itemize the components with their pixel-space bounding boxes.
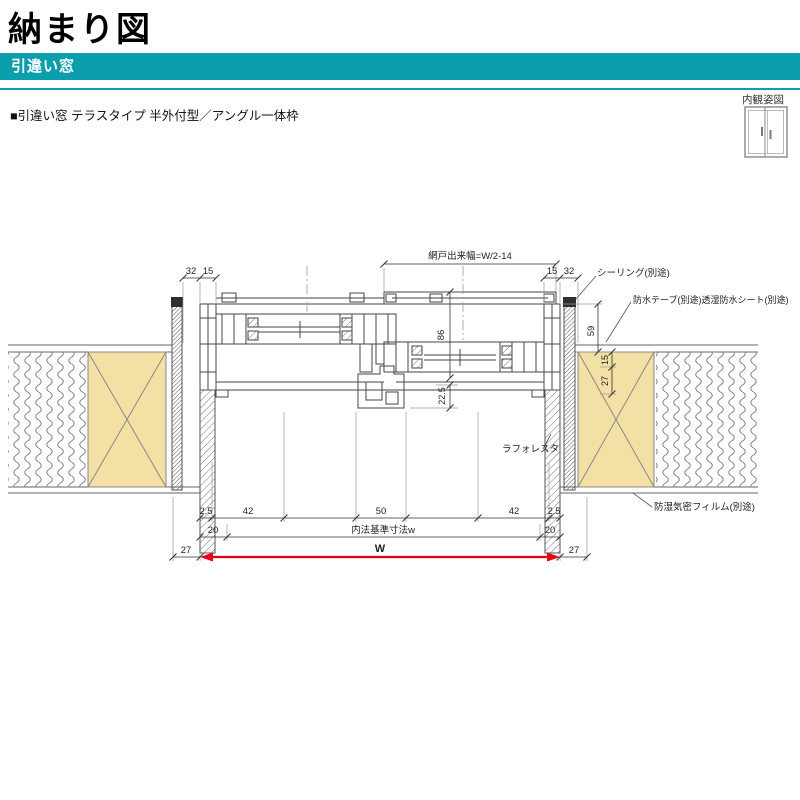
insulation-right xyxy=(656,352,758,487)
dim-15-right: 15 xyxy=(547,266,558,277)
wood-blocking-left xyxy=(87,351,167,488)
screen-track xyxy=(383,291,557,305)
screen-width-label: 網戸出来幅=W/2-14 xyxy=(428,250,512,262)
dimension-lines xyxy=(173,263,613,558)
dim-w: W xyxy=(375,543,386,555)
window-frame-section xyxy=(199,291,561,409)
waterproof-label: 防水テープ(別途)透湿防水シート(別途) xyxy=(633,294,788,305)
annotations: 網戸出来幅=W/2-14 シーリング(別途) 防水テープ(別途)透湿防水シート(… xyxy=(428,250,788,513)
dim-15-side: 15 xyxy=(600,355,610,365)
dim-86: 86 xyxy=(436,330,447,341)
dim-32-right: 32 xyxy=(564,266,575,277)
window-elevation-icon xyxy=(744,106,788,158)
angle-trim-left xyxy=(215,389,229,398)
sash-right xyxy=(383,341,545,373)
overall-width-arrow xyxy=(200,552,560,562)
wood-blocking-right xyxy=(577,351,655,488)
dim-2-5-b: 2.5 xyxy=(548,506,561,516)
dim-20-b: 20 xyxy=(545,525,556,536)
dim-27-b: 27 xyxy=(569,545,580,556)
crescent-lock xyxy=(357,365,405,409)
dim-naiho: 内法基準寸法w xyxy=(351,524,415,536)
dim-27-a: 27 xyxy=(181,545,192,556)
dim-50: 50 xyxy=(376,506,387,517)
right-jamb xyxy=(543,303,561,391)
sealing-label: シーリング(別途) xyxy=(597,267,670,279)
interior-trim-columns xyxy=(199,389,561,554)
dim-15-left: 15 xyxy=(203,266,214,277)
centerlines xyxy=(306,266,464,340)
dim-59: 59 xyxy=(586,326,597,337)
angle-trim-right xyxy=(531,389,545,398)
dim-42-b: 42 xyxy=(509,506,520,517)
teal-rule xyxy=(0,88,800,90)
insulation-left xyxy=(8,352,88,487)
sash-left xyxy=(215,313,397,373)
film-label: 防湿気密フィルム(別途) xyxy=(654,501,755,513)
exterior-finish-right xyxy=(563,297,576,491)
dimension-texts: 32 15 15 32 59 15 27 86 22.5 2.5 42 50 4… xyxy=(181,266,610,556)
exterior-finish-left xyxy=(171,297,183,491)
dim-20-a: 20 xyxy=(208,525,219,536)
dim-32-left: 32 xyxy=(186,266,197,277)
dim-2-5-a: 2.5 xyxy=(200,506,213,516)
view-label: 内観姿図 xyxy=(742,94,784,106)
leader-lines xyxy=(542,275,653,508)
left-jamb xyxy=(199,303,217,391)
wall-sections xyxy=(8,297,758,494)
dim-27-side: 27 xyxy=(600,376,610,386)
dim-42-a: 42 xyxy=(243,506,254,517)
dim-22-5: 22.5 xyxy=(437,387,447,405)
section-banner: 引違い窓 xyxy=(0,53,800,80)
laforesta-label: ラフォレスタ xyxy=(502,444,559,455)
page-title: 納まり図 xyxy=(8,11,152,49)
drawing-subtitle: ■引違い窓 テラスタイプ 半外付型／アングル一体枠 xyxy=(10,109,299,123)
